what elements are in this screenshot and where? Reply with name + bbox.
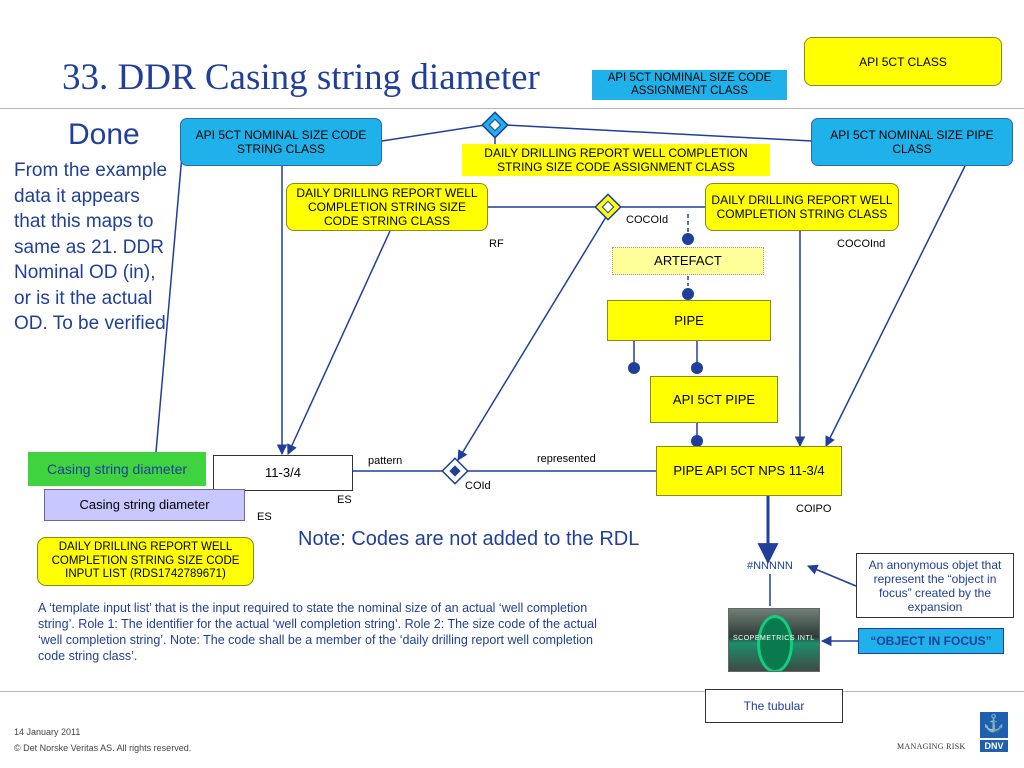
- node-api-5ct-class: API 5CT CLASS: [804, 37, 1002, 86]
- node-ddr-wc-string-size-code-assignment-class: DAILY DRILLING REPORT WELL COMPLETION ST…: [462, 144, 770, 176]
- node-value-11-3-4: 11-3/4: [213, 455, 353, 491]
- the-tubular-label: The tubular: [705, 689, 843, 723]
- node-nominal-size-code-string-class: API 5CT NOMINAL SIZE CODE STRING CLASS: [180, 118, 382, 166]
- label-cocoid: COCOId: [626, 214, 669, 226]
- node-casing-string-diameter-green: Casing string diameter: [28, 452, 206, 486]
- managing-risk-tagline: MANAGING RISK: [897, 742, 966, 751]
- node-nominal-size-pipe-class: API 5CT NOMINAL SIZE PIPE CLASS: [811, 118, 1013, 166]
- label-nnnnn: #NNNNN: [747, 560, 793, 572]
- template-description: A ‘template input list’ that is the inpu…: [38, 601, 597, 663]
- label-coipo: COIPO: [796, 503, 832, 515]
- label-cocoind: COCOInd: [837, 238, 886, 250]
- done-label: Done: [68, 118, 140, 151]
- node-pipe: PIPE: [607, 300, 771, 341]
- dnv-logo-icon: ⚓: [980, 712, 1008, 738]
- label-pattern: pattern: [368, 455, 403, 467]
- title-divider: [0, 108, 1024, 109]
- footer-copyright: © Det Norske Veritas AS. All rights rese…: [14, 743, 192, 753]
- node-pipe-api-5ct-nps: PIPE API 5CT NPS 11-3/4: [656, 446, 842, 496]
- dnv-logo-word: DNV: [980, 740, 1008, 752]
- label-coid: COId: [465, 480, 491, 492]
- label-es-1: ES: [337, 494, 352, 506]
- rdl-note: Note: Codes are not added to the RDL: [298, 528, 640, 550]
- label-rf: RF: [489, 238, 504, 250]
- photo-caption: SCOPEMETRICS INTL: [733, 635, 815, 642]
- node-nominal-size-code-assignment-class: API 5CT NOMINAL SIZE CODE ASSIGNMENT CLA…: [592, 70, 787, 100]
- label-represented: represented: [537, 453, 596, 465]
- node-ddr-input-list: DAILY DRILLING REPORT WELL COMPLETION ST…: [37, 537, 254, 586]
- node-ddr-wc-string-class: DAILY DRILLING REPORT WELL COMPLETION ST…: [705, 183, 899, 231]
- node-artefact: ARTEFACT: [612, 247, 764, 275]
- page-title: 33. DDR Casing string diameter: [62, 57, 540, 98]
- node-ddr-wc-string-size-code-string-class: DAILY DRILLING REPORT WELL COMPLETION ST…: [286, 183, 488, 231]
- object-in-focus: “OBJECT IN FOCUS”: [858, 628, 1004, 654]
- footer-divider: [0, 691, 1024, 692]
- label-es-2: ES: [257, 511, 272, 523]
- anonymous-object-note: An anonymous objet that represent the “o…: [856, 553, 1014, 618]
- relation-diamonds: [441, 111, 622, 485]
- node-api-5ct-pipe: API 5CT PIPE: [650, 376, 778, 423]
- node-casing-string-diameter-lavender: Casing string diameter: [44, 489, 245, 521]
- footer-date: 14 January 2011: [14, 727, 81, 737]
- left-note: From the example data it appears that th…: [14, 160, 168, 334]
- tubular-photo: SCOPEMETRICS INTL: [728, 608, 820, 672]
- connector-dots: [628, 233, 703, 447]
- pipe-ring-shape: [757, 615, 793, 671]
